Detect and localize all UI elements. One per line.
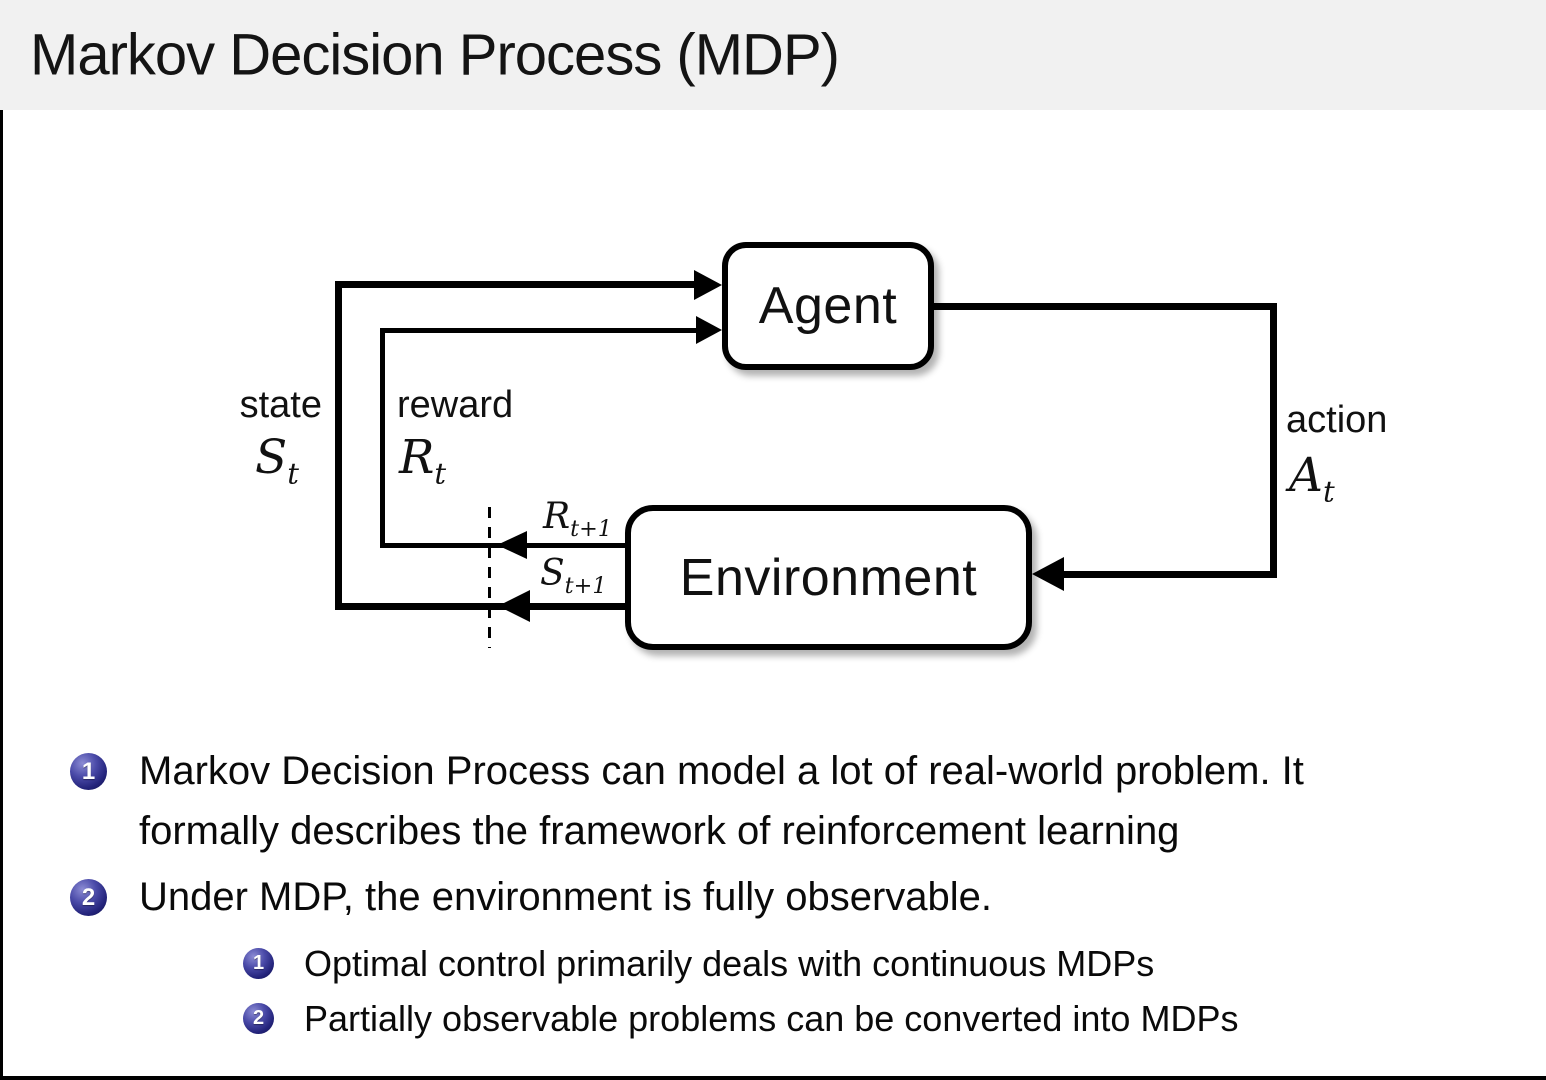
bullet-2-text: Under MDP, the environment is fully obse… (139, 875, 993, 919)
state-line-top (335, 281, 696, 288)
agent-label: Agent (758, 277, 898, 335)
state-label: state (239, 384, 322, 426)
next-state-symbol: St+1 (540, 553, 607, 600)
slide-left-border (0, 0, 3, 1080)
timestep-dashed-line (488, 507, 491, 648)
title-bar: Markov Decision Process (MDP) (0, 0, 1546, 110)
action-to-environment-arrowhead-icon (1032, 557, 1064, 591)
environment-box: Environment (625, 505, 1032, 650)
enumeration-ball-1: 1 (70, 753, 107, 790)
reward-line-left (380, 328, 385, 548)
action-label: action (1286, 399, 1388, 441)
sub-enumeration-ball-2: 2 (243, 1003, 274, 1034)
agent-box: Agent (722, 242, 934, 370)
list-item: 1 Markov Decision Process can model a lo… (64, 741, 1524, 861)
action-symbol: At (1289, 448, 1335, 509)
sub-bullet-1-text: Optimal control primarily deals with con… (304, 943, 1155, 984)
action-line-right (1270, 303, 1277, 578)
reward-line-top (380, 328, 696, 333)
next-reward-symbol: Rt+1 (543, 496, 612, 543)
next-reward-arrowhead-icon (497, 531, 527, 559)
bullet-1-text: Markov Decision Process can model a lot … (139, 749, 1304, 853)
page-title: Markov Decision Process (MDP) (30, 22, 840, 88)
state-line-left (335, 281, 342, 610)
next-state-arrowhead-icon (498, 590, 530, 622)
reward-to-agent-arrowhead-icon (696, 316, 722, 344)
state-symbol: St (255, 430, 299, 491)
environment-label: Environment (679, 548, 978, 607)
bullet-list: 1 Markov Decision Process can model a lo… (64, 741, 1524, 1045)
slide-bottom-border (0, 1076, 1546, 1080)
action-line-top (933, 303, 1277, 310)
sub-enumeration-ball-1: 1 (243, 948, 274, 979)
state-line-bottom (335, 603, 630, 610)
sub-bullet-2-text: Partially observable problems can be con… (304, 998, 1239, 1039)
enumeration-ball-2: 2 (70, 879, 107, 916)
state-to-agent-arrowhead-icon (694, 270, 722, 300)
bullet-2-block: Under MDP, the environment is fully obse… (139, 867, 1238, 1045)
mdp-diagram: Agent Environment state St reward Rt act… (239, 242, 1388, 650)
action-line-bottom (1060, 571, 1277, 578)
list-item: 1 Optimal control primarily deals with c… (243, 937, 1238, 990)
list-item: 2 Partially observable problems can be c… (243, 992, 1238, 1045)
reward-symbol: Rt (399, 430, 447, 491)
sub-bullet-list: 1 Optimal control primarily deals with c… (243, 937, 1238, 1045)
list-item: 2 Under MDP, the environment is fully ob… (64, 867, 1524, 1045)
reward-label: reward (397, 384, 514, 426)
